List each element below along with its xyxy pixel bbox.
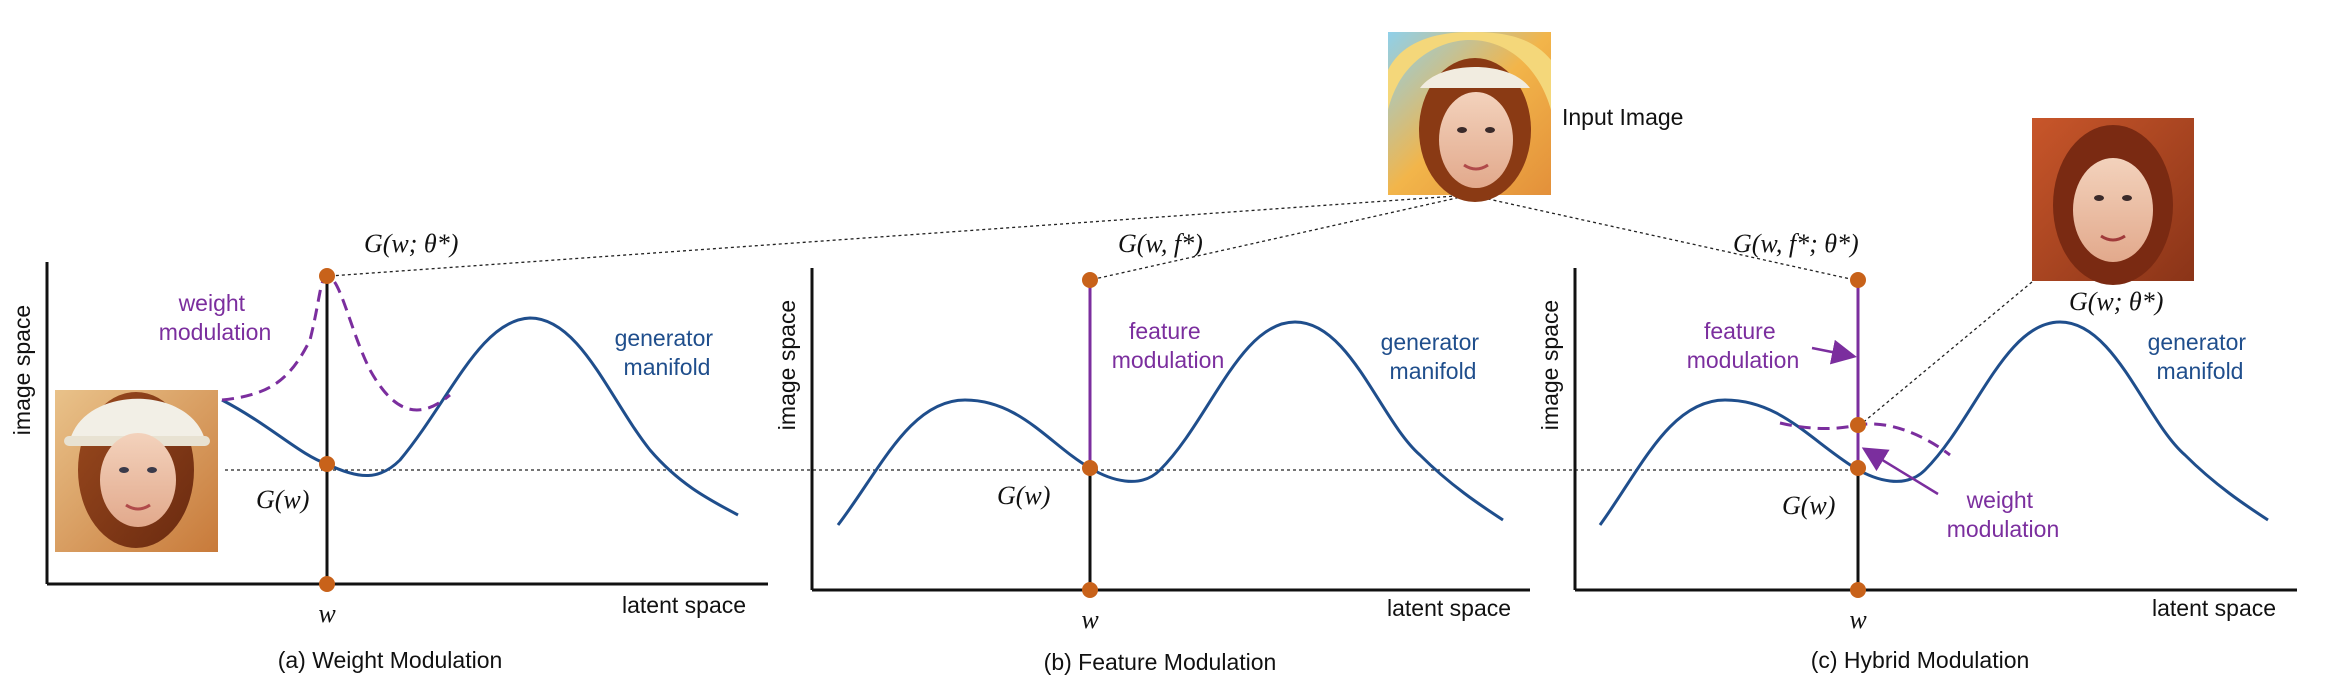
modulation-label-b-line2: modulation [1112,347,1225,373]
y-axis-label-c: image space [1537,300,1563,430]
x-axis-label-c: latent space [2152,595,2276,621]
point-top-b [1082,272,1098,288]
y-axis-label-b: image space [774,300,800,430]
panel-b: image space latent space w G(w) G(w, f*)… [774,229,1530,675]
point-w-a [319,576,335,592]
modulation-label-c-line2: modulation [1687,347,1800,373]
x-axis-label-b: latent space [1387,595,1511,621]
panel-a: image space latent space w G(w) G(w; θ*)… [9,229,768,673]
modulation-label-c-2: weight modulation [1947,487,2060,542]
gw-label-b: G(w) [997,481,1050,510]
manifold-label-a: generator manifold [615,325,720,380]
top-label-a: G(w; θ*) [364,229,458,258]
x-axis-label-a: latent space [622,592,746,618]
manifold-label-b-line1: generator [1381,329,1480,355]
modulation-label-c-2-line1: weight [1966,487,2034,513]
modulation-label-a-line1: weight [178,290,246,316]
connector-lines [225,194,2033,471]
manifold-label-c-line2: manifold [2157,358,2244,384]
manifold-label-b: generator manifold [1381,329,1486,384]
weight-arrow-c [1861,447,1939,496]
generator-manifold-curve-c [1598,320,2269,526]
modulation-label-a-line2: modulation [159,319,272,345]
modulation-label-a: weight modulation [159,290,272,345]
point-top-a [319,268,335,284]
point-top-c [1850,272,1866,288]
point-w-c [1850,582,1866,598]
gw-label-c: G(w) [1782,491,1835,520]
generator-manifold-curve-b [836,320,1504,526]
caption-b: (b) Feature Modulation [1044,649,1277,675]
w-label-a: w [318,599,336,628]
point-mid-c [1850,417,1866,433]
y-axis-label-a: image space [9,305,35,435]
feature-arrow-c [1811,339,1857,365]
manifold-label-b-line2: manifold [1390,358,1477,384]
connector-side-image-to-c [1859,281,2033,426]
output-portrait-image-a [55,390,218,552]
point-gw-a [319,456,335,472]
modulation-label-c: feature modulation [1687,318,1800,373]
point-gw-b [1082,460,1098,476]
w-label-b: w [1081,605,1099,634]
modulation-label-b-line1: feature [1129,318,1201,344]
modulation-label-b: feature modulation [1112,318,1225,373]
point-gw-c [1850,460,1866,476]
top-label-b: G(w, f*) [1118,229,1203,258]
caption-c: (c) Hybrid Modulation [1811,647,2030,673]
manifold-label-c-line1: generator [2148,329,2247,355]
manifold-label-c: generator manifold [2148,329,2253,384]
manifold-label-a-line2: manifold [624,354,711,380]
modulation-label-c-line1: feature [1704,318,1776,344]
side-label-c: G(w; θ*) [2069,287,2163,316]
modulation-label-c-2-line2: modulation [1947,516,2060,542]
input-image-label: Input Image [1562,104,1683,130]
top-label-c: G(w, f*; θ*) [1733,229,1859,258]
output-portrait-image-c [2032,118,2194,285]
manifold-label-a-line1: generator [615,325,714,351]
point-w-b [1082,582,1098,598]
w-label-c: w [1849,605,1867,634]
connector-input-to-b [1089,194,1471,281]
input-portrait-image [1388,32,1551,202]
gw-label-a: G(w) [256,485,309,514]
panel-c: image space latent space w G(w) G(w, f*;… [1537,118,2297,673]
caption-a: (a) Weight Modulation [278,647,503,673]
connector-input-to-a [329,194,1471,277]
